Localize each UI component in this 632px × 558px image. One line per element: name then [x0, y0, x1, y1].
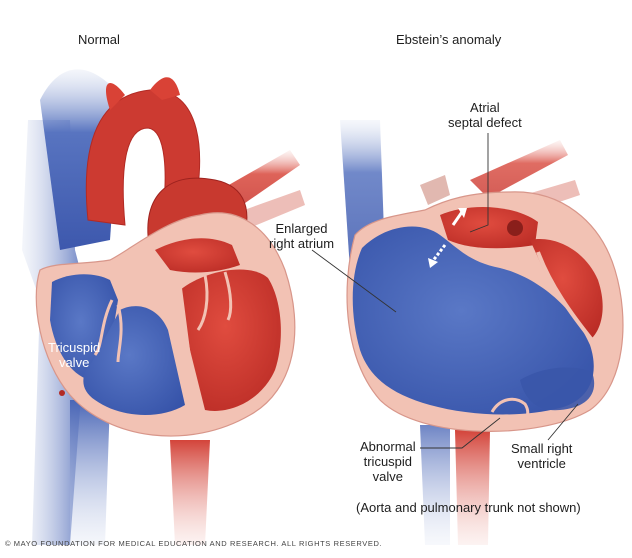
normal-heart	[22, 69, 305, 545]
leader-lines	[311, 133, 579, 449]
label-line: Enlarged	[275, 221, 328, 236]
label-line: Tricuspid	[48, 340, 101, 355]
label-line: valve	[372, 469, 403, 484]
label-line: Abnormal	[360, 439, 416, 454]
label-abnormal-tricuspid-valve: Abnormal tricuspid valve	[360, 439, 416, 484]
label-enlarged-right-atrium: Enlarged right atrium	[269, 221, 334, 251]
footnote: (Aorta and pulmonary trunk not shown)	[356, 500, 581, 515]
label-line: right atrium	[269, 236, 335, 251]
label-line: Atrial	[470, 100, 500, 115]
label-line: valve	[58, 355, 90, 370]
label-line: Small right	[511, 441, 573, 456]
panel-title-normal: Normal	[78, 32, 120, 47]
label-line: septal defect	[448, 115, 522, 130]
label-atrial-septal-defect: Atrial septal defect	[448, 100, 522, 130]
label-line: ventricle	[517, 456, 566, 471]
label-small-right-ventricle: Small right ventricle	[511, 441, 572, 471]
label-line: tricuspid	[363, 454, 413, 469]
copyright-notice: © MAYO FOUNDATION FOR MEDICAL EDUCATION …	[5, 539, 383, 548]
label-tricuspid-valve: Tricuspid valve	[48, 340, 100, 370]
panel-title-ebstein: Ebstein’s anomaly	[396, 32, 502, 47]
ebstein-heart	[340, 120, 624, 545]
